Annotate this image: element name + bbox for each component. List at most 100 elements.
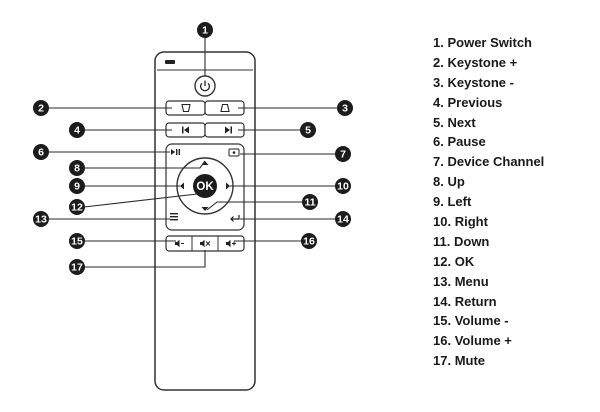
right-arrow-icon[interactable] [226,182,230,190]
callout-badge-number: 17 [71,262,83,274]
legend-item: 6. Pause [433,134,486,150]
legend-number: 15 [433,313,448,329]
previous-icon [182,126,189,134]
legend-label: Keystone - [447,74,514,90]
legend-label: Down [453,233,490,249]
legend-number: 12 [433,253,448,269]
legend-number: 5 [433,114,441,130]
down-arrow-icon[interactable] [201,207,209,211]
callout-badge-number: 9 [74,181,80,193]
legend-number: 16 [433,333,448,349]
callout-badge-number: 5 [305,125,311,137]
volume-plus-icon[interactable] [226,239,236,248]
callout-badge-17: 17 [69,259,85,275]
callout-badge-15: 15 [69,233,85,249]
legend-number: 9 [433,194,441,210]
callout-badge-circle [33,100,49,116]
callout-badge-circle [69,160,85,176]
legend-item: 8. Up [433,174,465,190]
callout-badge-circle [69,199,85,215]
legend-label: Mute [454,353,486,369]
legend-number: 2 [433,54,441,70]
callout-badge-circle [33,144,49,160]
callout-badge-circle [302,194,318,210]
legend-number: 17 [433,353,448,369]
legend-number: 4 [433,94,441,110]
callout-badge-circle [337,100,353,116]
callout-badge-1: 1 [197,22,213,38]
callout-badge-2: 2 [33,100,49,116]
callout-badge-circle [197,22,213,38]
legend-item: 16. Volume + [433,333,512,349]
return-icon[interactable] [230,215,240,222]
callout-badge-number: 16 [303,236,315,248]
leader-lines [48,37,338,268]
callout-badge-6: 6 [33,144,49,160]
callout-badge-16: 16 [301,233,317,249]
callout-badge-circle [69,122,85,138]
legend-item: 17. Mute [433,353,486,369]
legend-label: Device Channel [447,154,545,170]
callout-badge-circle [69,259,85,275]
callout-badge-circle [69,233,85,249]
leader-line-11 [206,201,303,211]
menu-icon[interactable] [170,213,178,221]
legend-item: 15. Volume - [433,313,509,329]
legend-label: Left [447,194,472,210]
legend-item: 10. Right [433,214,488,230]
ok-button[interactable] [193,174,217,198]
callout-badge-number: 3 [342,103,348,115]
ir-window [165,60,175,64]
callout-badge-number: 13 [35,214,47,226]
legend-label: Volume - [454,313,509,329]
callout-badge-circle [335,211,351,227]
device-channel-icon[interactable] [228,148,240,157]
legend-item: 2. Keystone + [433,54,518,70]
callout-badge-9: 9 [69,178,85,194]
legend-label: Keystone + [447,54,518,70]
pause-icon[interactable] [171,149,180,155]
callout-badge-number: 8 [74,163,80,175]
callout-badge-number: 10 [337,181,349,193]
ok-label: OK [196,181,214,193]
legend-label: Next [447,114,476,130]
legend-item: 11. Down [433,233,490,249]
legend-label: Previous [447,94,503,110]
callout-badge-number: 2 [38,103,44,115]
callout-badge-4: 4 [69,122,85,138]
callout-badge-circle [335,146,351,162]
legend-item: 5. Next [433,114,476,130]
legend-label: Right [454,214,488,230]
callout-badge-14: 14 [335,211,351,227]
keystone-plus-icon [181,103,191,113]
callout-badge-circle [301,233,317,249]
callout-badge-circle [33,211,49,227]
legend-label: Power Switch [447,35,532,50]
volume-minus-icon[interactable] [175,239,184,248]
callout-badge-11: 11 [302,194,318,210]
legend-number: 6 [433,134,441,150]
callout-badge-circle [335,178,351,194]
legend-number: 3 [433,74,441,90]
leader-line-17 [84,250,206,268]
legend-label: OK [454,253,475,269]
callout-badge-3: 3 [337,100,353,116]
callout-badge-number: 12 [71,202,83,214]
legend-number: 10 [433,214,448,230]
legend-number: 1 [433,35,441,50]
callout-badge-10: 10 [335,178,351,194]
legend-number: 8 [433,174,441,190]
next-icon [225,126,232,134]
keystone-minus-icon [220,103,230,113]
callout-badge-8: 8 [69,160,85,176]
callout-badge-number: 1 [202,25,208,37]
left-arrow-icon[interactable] [180,182,184,190]
legend-item: 9. Left [433,194,472,210]
mute-icon[interactable] [200,239,211,248]
legend-label: Menu [454,273,489,289]
callout-badge-number: 4 [74,125,80,137]
leader-line-8 [84,160,206,169]
legend-item: 12. OK [433,253,475,269]
legend-label: Up [447,174,465,190]
callout-badge-number: 14 [337,214,349,226]
